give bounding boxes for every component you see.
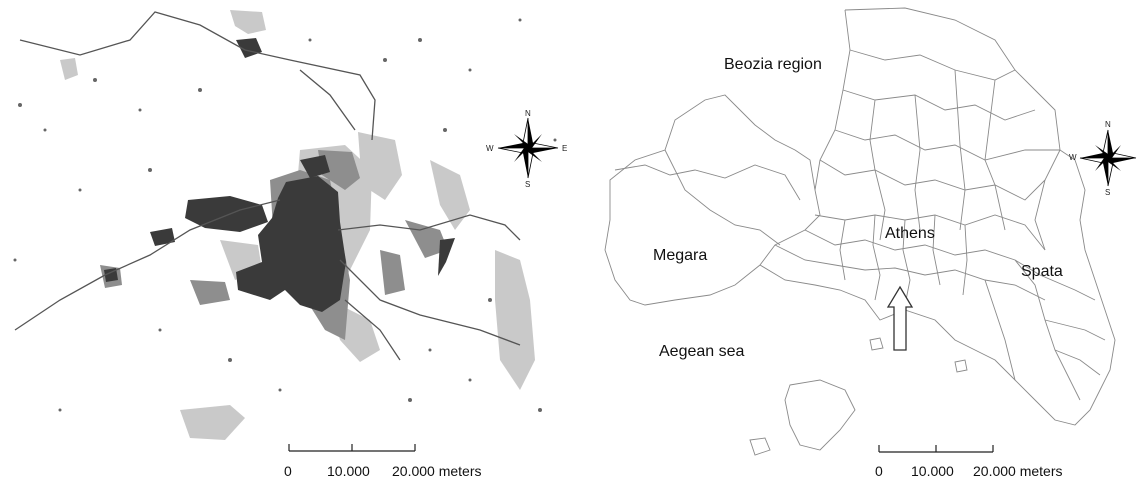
compass-south-label: S bbox=[525, 180, 531, 189]
municipal-boundaries-map: Beozia region Megara Athens Spata Aegean… bbox=[575, 0, 1142, 484]
compass-east-label: E bbox=[562, 144, 568, 153]
compass-north-label: N bbox=[525, 109, 531, 118]
scale-tick-10000-right: 10.000 bbox=[911, 463, 954, 479]
compass-rose-right bbox=[1079, 129, 1137, 187]
urban-density-raster bbox=[13, 10, 559, 452]
compass-west-label-right: W bbox=[1069, 153, 1077, 162]
scale-tick-0: 0 bbox=[284, 463, 292, 479]
athens-pointer-arrow bbox=[886, 285, 914, 351]
dense-urban-core bbox=[104, 38, 455, 312]
compass-rose bbox=[497, 117, 559, 179]
label-megara: Megara bbox=[653, 247, 708, 264]
scattered-settlements bbox=[13, 18, 557, 412]
label-aegean-sea: Aegean sea bbox=[659, 343, 745, 360]
compass-south-label-right: S bbox=[1105, 188, 1111, 197]
scale-tick-0-right: 0 bbox=[875, 463, 883, 479]
scale-bar bbox=[288, 444, 416, 452]
label-athens: Athens bbox=[885, 225, 935, 242]
urban-density-map: N S E W 0 10.000 20.000 meters bbox=[13, 10, 568, 479]
scale-tick-10000: 10.000 bbox=[327, 463, 370, 479]
label-beozia-region: Beozia region bbox=[724, 56, 822, 73]
scale-tick-20000-right: 20.000 meters bbox=[973, 463, 1063, 479]
compass-west-label: W bbox=[486, 144, 494, 153]
region-boundaries bbox=[604, 7, 1116, 456]
boundaries-outline bbox=[604, 7, 1137, 456]
scale-bar-right bbox=[878, 445, 994, 453]
scale-tick-20000: 20.000 meters bbox=[392, 463, 482, 479]
road-network bbox=[14, 11, 521, 361]
label-spata: Spata bbox=[1021, 263, 1063, 280]
compass-north-label-right: N bbox=[1105, 120, 1111, 129]
